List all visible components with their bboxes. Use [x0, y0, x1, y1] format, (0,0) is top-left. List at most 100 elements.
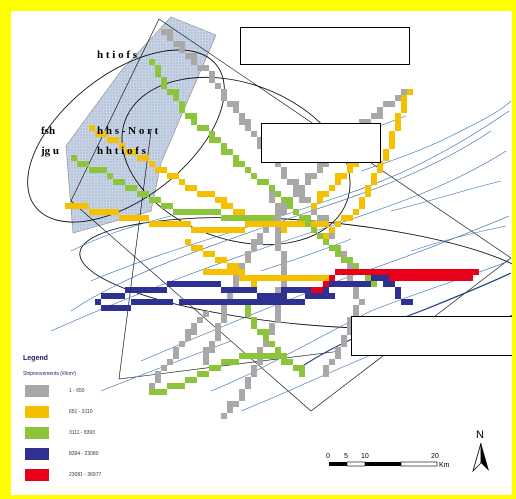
density-cell [251, 173, 257, 179]
density-cell [347, 215, 353, 221]
density-cell [317, 293, 323, 299]
density-cell [215, 299, 221, 305]
density-cell [263, 275, 269, 281]
density-cell [233, 287, 239, 293]
density-cell [131, 299, 137, 305]
density-cell [161, 299, 167, 305]
density-cell [113, 209, 119, 215]
density-cell [221, 317, 227, 323]
density-cell [179, 41, 185, 47]
density-cell [221, 299, 227, 305]
density-cell [209, 71, 215, 77]
density-cell [323, 161, 329, 167]
density-cell [389, 275, 395, 281]
density-cell [173, 89, 179, 95]
density-cell [203, 359, 209, 365]
density-cell [269, 329, 275, 335]
density-cell [311, 221, 317, 227]
density-cell [197, 317, 203, 323]
density-cell [167, 299, 173, 305]
density-cell [137, 191, 143, 197]
density-cell [203, 347, 209, 353]
legend-label: 23081 - 36977 [69, 472, 102, 478]
density-cell [233, 263, 239, 269]
density-cell [155, 221, 161, 227]
density-cell [371, 173, 377, 179]
density-cell [89, 167, 95, 173]
density-cell [335, 353, 341, 359]
density-cell [395, 269, 401, 275]
density-cell [179, 179, 185, 185]
density-cell [275, 245, 281, 251]
density-cell [281, 197, 287, 203]
density-cell [329, 233, 335, 239]
density-cell [215, 281, 221, 287]
density-cell [347, 317, 353, 323]
density-cell [167, 281, 173, 287]
callout-bottom [351, 316, 512, 356]
density-cell [455, 269, 461, 275]
density-cell [173, 221, 179, 227]
density-cell [257, 299, 263, 305]
density-cell [287, 203, 293, 209]
density-cell [383, 281, 389, 287]
coastline [300, 272, 512, 368]
density-cell [251, 365, 257, 371]
density-cell [299, 275, 305, 281]
density-cell [257, 179, 263, 185]
density-cell [245, 251, 251, 257]
density-cell [251, 317, 257, 323]
density-cell [431, 275, 437, 281]
density-cell [251, 275, 257, 281]
density-cell [101, 293, 107, 299]
density-cell [251, 371, 257, 377]
density-cell [107, 293, 113, 299]
density-cell [161, 29, 167, 35]
density-cell [245, 311, 251, 317]
density-cell [311, 227, 317, 233]
density-cell [371, 113, 377, 119]
density-cell [191, 281, 197, 287]
density-cell [275, 203, 281, 209]
density-cell [155, 377, 161, 383]
density-cell [131, 185, 137, 191]
density-cell [251, 215, 257, 221]
density-cell [299, 191, 305, 197]
density-cell [371, 281, 377, 287]
density-cell [89, 125, 95, 131]
density-cell [221, 311, 227, 317]
density-cell [191, 209, 197, 215]
density-cell [221, 89, 227, 95]
density-cell [215, 227, 221, 233]
density-cell [107, 173, 113, 179]
density-cell [395, 293, 401, 299]
density-cell [305, 293, 311, 299]
density-cell [233, 155, 239, 161]
density-cell [209, 299, 215, 305]
density-cell [335, 269, 341, 275]
density-cell [233, 359, 239, 365]
density-cell [227, 149, 233, 155]
density-cell [317, 221, 323, 227]
density-cell [215, 209, 221, 215]
density-cell [233, 107, 239, 113]
density-cell [227, 293, 233, 299]
density-cell [149, 59, 155, 65]
density-cell [179, 341, 185, 347]
density-cell [107, 137, 113, 143]
density-cell [443, 269, 449, 275]
density-cell [251, 353, 257, 359]
density-cell [107, 209, 113, 215]
callout-top [240, 27, 410, 65]
callout-mid-text-1: h h s - N o r t [97, 125, 159, 137]
density-cell [101, 209, 107, 215]
density-cell [263, 299, 269, 305]
density-cell [203, 251, 209, 257]
density-cell [233, 227, 239, 233]
density-cell [407, 275, 413, 281]
density-cell [299, 365, 305, 371]
density-cell [431, 269, 437, 275]
density-cell [281, 293, 287, 299]
density-cell [215, 329, 221, 335]
